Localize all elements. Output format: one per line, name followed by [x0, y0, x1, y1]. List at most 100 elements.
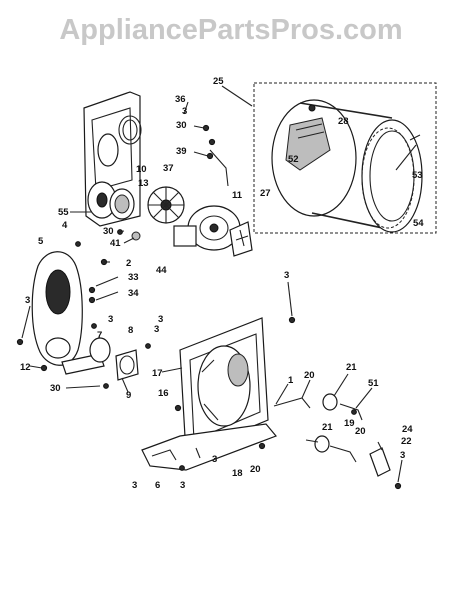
- callout-6: 6: [155, 480, 160, 491]
- callout-20c: 20: [250, 464, 261, 475]
- callout-5: 5: [38, 236, 44, 247]
- callout-30c: 30: [50, 383, 61, 394]
- wire-harness: [209, 149, 229, 187]
- bulkhead-ribs: [201, 359, 219, 421]
- motor-end-bell: [199, 215, 229, 241]
- callout-1: 1: [288, 375, 294, 386]
- rear-panel-opening: [97, 133, 119, 167]
- clip-51: [351, 409, 357, 415]
- callout-4: 4: [62, 220, 68, 231]
- clip-39: [206, 152, 214, 160]
- base-detail: [151, 447, 201, 461]
- callout-17: 17: [152, 368, 163, 379]
- blower-wheel-center: [114, 194, 130, 214]
- rear-panel-inner: [91, 107, 133, 191]
- callout-18: 18: [232, 468, 243, 479]
- callout-27: 27: [260, 188, 271, 199]
- roller-21-upper: [322, 393, 338, 411]
- drum-kit-box: [253, 82, 437, 234]
- belt-lower-loop: [45, 337, 71, 359]
- clip-34: [88, 296, 96, 304]
- screw-3-base: [179, 465, 185, 471]
- callout-55: 55: [58, 207, 69, 218]
- callout-11: 11: [232, 190, 243, 201]
- callout-3f: 3: [154, 324, 159, 335]
- callout-3e: 3: [158, 314, 163, 325]
- callout-8: 8: [128, 325, 133, 336]
- cabinet-base: [141, 316, 296, 471]
- callout-3h: 3: [212, 454, 217, 465]
- drum-screw: [308, 104, 316, 112]
- callout-2: 2: [126, 258, 131, 269]
- callout-7: 7: [97, 330, 102, 341]
- screw-3-left: [16, 338, 24, 346]
- drum-leader-53: [395, 134, 421, 171]
- callout-13: 13: [138, 178, 149, 189]
- shaft-19: [329, 445, 357, 463]
- callout-30b: 30: [103, 226, 114, 237]
- callout-39: 39: [176, 146, 187, 157]
- pulley-8-rim: [119, 355, 135, 375]
- callout-3i: 3: [132, 480, 137, 491]
- belt-pulley-texture: [45, 269, 71, 315]
- drum-front-opening: [361, 119, 423, 233]
- bracket-24: [369, 447, 391, 477]
- callout-12: 12: [20, 362, 31, 373]
- callout-53: 53: [412, 170, 423, 181]
- seal-ring-36: [118, 115, 142, 145]
- roller-parts: [273, 393, 402, 490]
- screw-33: [88, 286, 96, 294]
- roller-21-lower: [314, 435, 330, 453]
- drum-assembly: [221, 82, 437, 234]
- blower-hub: [96, 192, 108, 208]
- washer-20: [305, 439, 319, 443]
- bulkhead-lint-duct: [227, 353, 249, 387]
- callout-20: 20: [304, 370, 315, 381]
- callout-3b: 3: [284, 270, 289, 281]
- callout-54: 54: [413, 218, 424, 229]
- callout-52: 52: [288, 154, 299, 165]
- callout-51: 51: [368, 378, 379, 389]
- callout-3: 3: [182, 106, 187, 117]
- drum-seal-dots: [361, 127, 415, 229]
- screw-3-right: [394, 482, 402, 490]
- callout-33: 33: [128, 272, 139, 283]
- drum-baffle: [285, 117, 331, 171]
- belt-and-idler: [16, 251, 151, 393]
- baffle-ribs: [295, 123, 325, 139]
- screw-3-pulley: [145, 343, 151, 349]
- part-9: [121, 377, 129, 393]
- callout-labels: 25 36 3 30 28 39 52 10 37 13 27 53 11 55…: [20, 76, 424, 491]
- screw-30-top: [208, 138, 216, 146]
- callout-19: 19: [344, 418, 355, 429]
- callout-10: 10: [136, 164, 147, 175]
- callout-44: 44: [156, 265, 167, 276]
- callout-34: 34: [128, 288, 139, 299]
- fan-blades: [148, 187, 184, 223]
- axle-51: [339, 403, 363, 421]
- screw-12: [40, 364, 48, 372]
- callout-24: 24: [402, 424, 413, 435]
- motor-mount: [173, 225, 197, 247]
- watermark-text: AppliancePartsPros.com: [59, 14, 403, 46]
- motor-switch-11: [229, 221, 253, 257]
- callout-3j: 3: [180, 480, 185, 491]
- pulley-8: [115, 349, 139, 381]
- callout-28: 28: [338, 116, 349, 127]
- callout-9: 9: [126, 390, 131, 401]
- callout-3g: 3: [400, 450, 405, 461]
- callout-20b: 20: [355, 426, 366, 437]
- screw-3-idler: [91, 323, 97, 329]
- leader-lines: [21, 101, 403, 483]
- callout-16: 16: [158, 388, 169, 399]
- callout-37: 37: [163, 163, 174, 174]
- idler-pulley-7: [89, 337, 111, 363]
- bulkhead-inner: [189, 333, 261, 441]
- switch-detail: [235, 229, 249, 247]
- screw-4: [75, 241, 81, 247]
- callout-3d: 3: [108, 314, 113, 325]
- screw-18: [258, 442, 266, 450]
- screw-3-top: [202, 124, 210, 132]
